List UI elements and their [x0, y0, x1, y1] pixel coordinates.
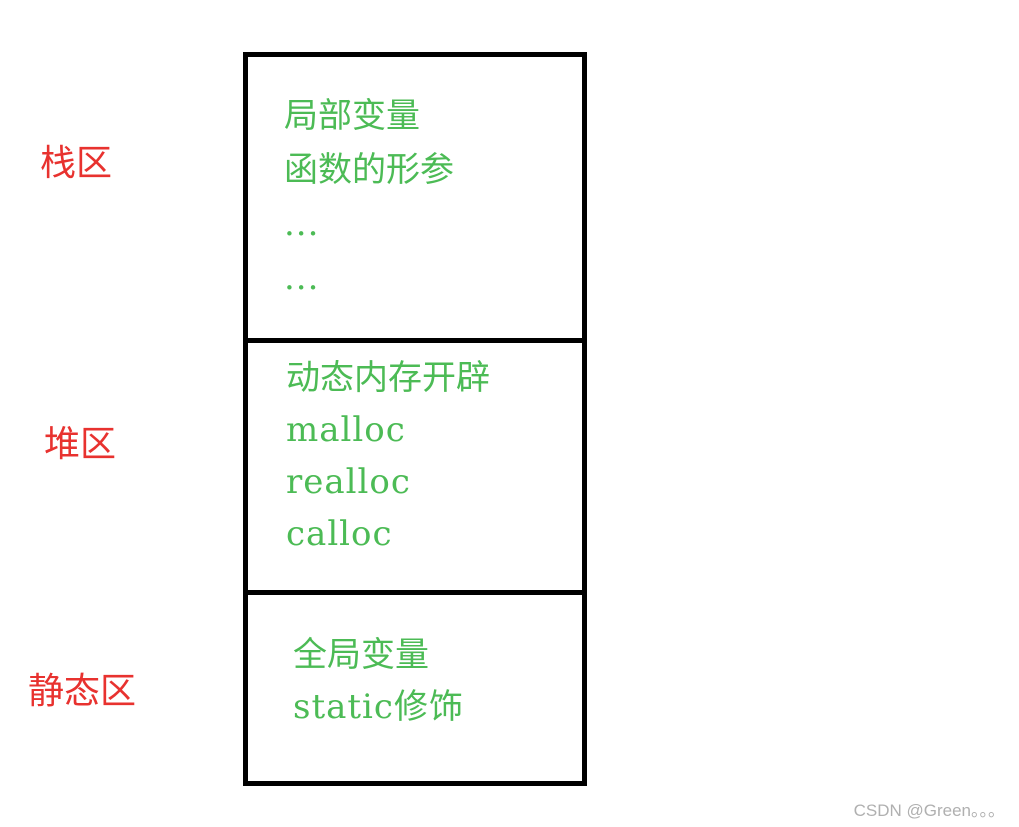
watermark: CSDN @Green。。。	[853, 801, 1005, 820]
stack-line: 局部变量	[284, 96, 420, 136]
stack-line: 函数的形参	[284, 150, 454, 190]
static-cell-content: 全局变量 static修饰	[293, 629, 464, 733]
heap-line: malloc	[286, 410, 406, 450]
heap-line: 动态内存开辟	[286, 358, 490, 398]
heap-static-divider	[248, 590, 582, 595]
heap-line: calloc	[286, 514, 393, 554]
stack-cell-content: 局部变量 函数的形参 ... ...	[284, 89, 454, 305]
heap-cell-content: 动态内存开辟 malloc realloc calloc	[286, 352, 490, 560]
heap-region-label: 堆区	[44, 424, 117, 465]
static-line: 全局变量	[293, 635, 429, 675]
stack-line-ellipsis: ...	[284, 258, 320, 298]
static-region-label: 静态区	[28, 671, 137, 712]
heap-line: realloc	[286, 462, 411, 502]
static-line: static修饰	[293, 687, 464, 727]
memory-layout-box: 局部变量 函数的形参 ... ... 动态内存开辟 malloc realloc…	[243, 52, 587, 786]
stack-heap-divider	[248, 338, 582, 343]
stack-line-ellipsis: ...	[284, 204, 320, 244]
stack-region-label: 栈区	[40, 143, 113, 184]
